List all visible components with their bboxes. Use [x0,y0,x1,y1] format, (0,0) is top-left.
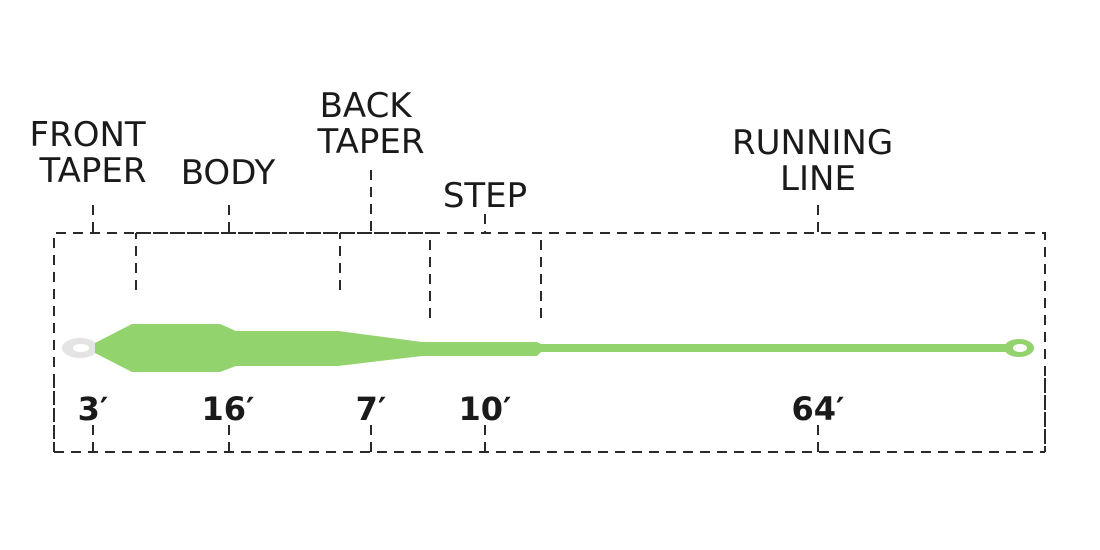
running-line-label-line-1: RUNNING [732,123,893,163]
back-taper-label-line-2: TAPER [317,122,425,162]
front-taper-label-line-2: TAPER [39,151,147,191]
rear-loop-hole [1013,344,1027,352]
label-leaders [92,170,819,233]
front-taper-label-line-1: FRONT [30,115,146,155]
top-bracket [53,232,1046,452]
front-loop-hole [73,344,89,352]
length-labels: 3′ 16′ 7′ 10′ 64′ [78,390,845,428]
section-labels: FRONT TAPER BODY BACK TAPER STEP RUNNING… [30,86,904,216]
outer-frame-top [53,232,1046,452]
body-length: 16′ [202,390,255,428]
running-line-length: 64′ [792,390,845,428]
back-taper-length: 7′ [356,390,387,428]
step-length: 10′ [459,390,512,428]
front-taper-length: 3′ [78,390,109,428]
body-label: BODY [181,153,276,193]
step-label: STEP [443,176,527,216]
running-line-label-line-2: LINE [780,159,856,199]
bottom-bracket [53,378,1046,453]
line-profile [95,324,1010,372]
step-label-line-1: STEP [443,176,527,216]
back-taper-label-line-1: BACK [320,86,414,126]
fly-line [62,324,1034,372]
back-taper-label: BACK TAPER [317,86,425,162]
front-taper-label: FRONT TAPER [30,115,157,191]
running-line-label: RUNNING LINE [732,123,904,199]
body-label-line-1: BODY [181,153,276,193]
